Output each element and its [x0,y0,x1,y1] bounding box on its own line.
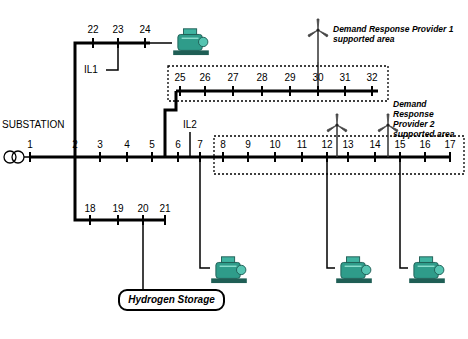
area-label: Demand Response Provider 1 supported are… [333,24,461,44]
bus-tick [126,152,128,162]
bus-tick [301,152,303,162]
bus-tick [247,152,249,162]
bus-tick [371,86,373,96]
bus-number: IL1 [84,64,98,76]
branch-18-21 [75,157,166,220]
bus-number: 29 [284,72,295,84]
bus-tick [74,152,76,162]
bus-number: 18 [84,203,95,215]
il2-leader [189,132,191,157]
bus-tick [289,86,291,96]
bus-number: 14 [369,139,380,151]
bus-number: SUBSTATION [2,119,64,131]
bus-number: 2 [72,139,78,151]
wind-turbine [327,114,347,157]
bus-tick [232,86,234,96]
gen-wire [150,42,172,44]
bus-tick [344,86,346,96]
bus-number: 23 [112,24,123,36]
bus-number: 32 [366,72,377,84]
bus-number: 6 [175,139,181,151]
bus-number: 17 [444,139,455,151]
main-feeder [30,156,450,159]
generator [336,257,372,283]
bus-number: 3 [97,139,103,151]
generator [173,29,209,55]
branch-22-24 [75,43,150,157]
bus-number: 24 [139,24,150,36]
generator [409,257,445,283]
network-lines [4,43,464,289]
bus-number: 10 [269,139,280,151]
il1-leader [106,43,118,70]
bus-number: 30 [312,72,323,84]
bus-tick [144,38,146,48]
bus-number: 22 [87,24,98,36]
bus-tick [29,152,31,162]
bus-tick [142,215,144,225]
storage-box: Hydrogen Storage [118,289,225,311]
bus-number: 1 [27,139,33,151]
bus-tick [117,215,119,225]
bus-number: 25 [174,72,185,84]
area-label: Demand Response Provider 2 supported are… [393,99,465,139]
bus-number: 20 [137,203,148,215]
bus-tick [261,86,263,96]
bus-number: 7 [197,139,203,151]
bus-number: 5 [149,139,155,151]
bus-number: 13 [342,139,353,151]
bus-tick [204,86,206,96]
bus-ticks [30,38,450,225]
bus-tick [399,152,401,162]
bus-tick [151,152,153,162]
bus-tick [449,152,451,162]
generator [211,257,247,283]
bus-number: 28 [256,72,267,84]
bus-number: 9 [245,139,251,151]
bus-number: 31 [339,72,350,84]
bus-number: 26 [199,72,210,84]
bus-tick [117,38,119,48]
wind-turbine [308,19,328,62]
branch-25-32 [176,90,378,93]
bus-tick [317,86,319,96]
bus-tick [89,215,91,225]
dr2-area [214,136,464,174]
bus-number: 4 [124,139,130,151]
bus-tick [179,86,181,96]
bus-number: IL2 [183,119,197,131]
bus-number: 11 [297,139,307,151]
bus-tick [99,152,101,162]
bus-number: 27 [227,72,238,84]
storage-wire [142,220,144,289]
bus-number: 8 [220,139,226,151]
bus-number: 21 [159,203,170,215]
bus-number: 12 [321,139,332,151]
bus-tick [199,152,201,162]
bus-tick [374,152,376,162]
gen-wire [200,157,210,268]
bus-tick [347,152,349,162]
bus-number: 19 [112,203,123,215]
bus-number: 15 [394,139,405,151]
bus-number: 16 [419,139,430,151]
dr1-area [168,66,388,101]
bus-tick [164,215,166,225]
bus-tick [274,152,276,162]
bus-tick [222,152,224,162]
storage-label: Hydrogen Storage [128,294,215,306]
bus-tick [326,152,328,162]
transformer-winding [12,151,24,163]
bus-tick [177,152,179,162]
bus-tick [424,152,426,162]
bus-tick [92,38,94,48]
